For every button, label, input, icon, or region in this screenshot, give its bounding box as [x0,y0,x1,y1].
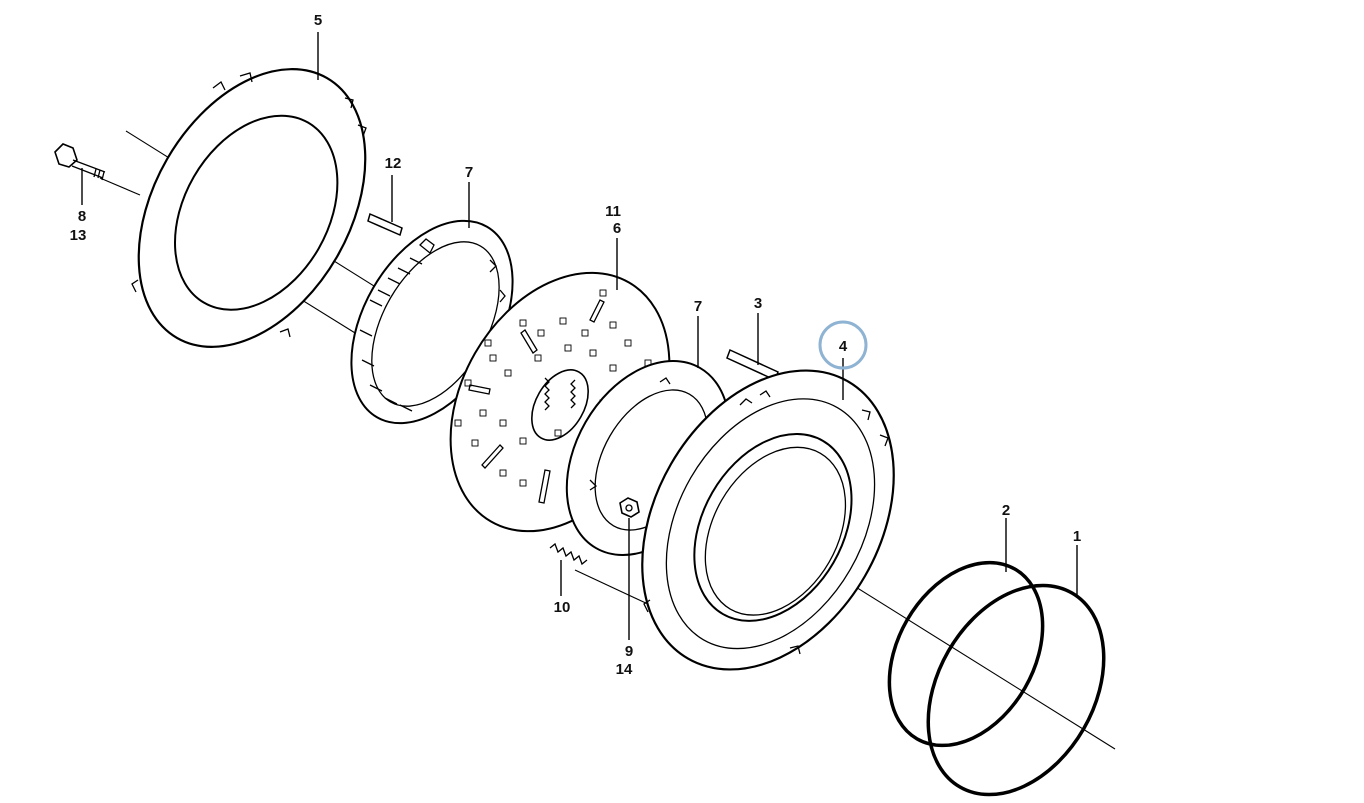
callout-3[interactable]: 3 [754,295,762,312]
callout-10[interactable]: 10 [554,599,571,616]
part-12-pin [367,212,403,237]
callout-12[interactable]: 12 [385,155,402,172]
bolt-axis-line [99,177,141,196]
part-4-housing [641,369,895,671]
callout-7-left[interactable]: 7 [465,164,473,181]
part-9-nut [619,497,640,518]
part-10-spring [549,542,588,566]
spring-axis-line [574,569,651,606]
callout-11[interactable]: 11 [605,203,621,220]
callout-7-right[interactable]: 7 [694,298,702,315]
part-8-bolt [54,143,106,181]
callout-13[interactable]: 13 [70,227,87,244]
callout-1[interactable]: 1 [1073,528,1081,545]
part-1-o-ring [926,583,1106,797]
callout-8[interactable]: 8 [78,208,86,225]
callout-6[interactable]: 6 [613,220,621,237]
callout-2[interactable]: 2 [1002,502,1010,519]
part-5-plate [131,68,367,348]
callout-14[interactable]: 14 [616,661,633,678]
callout-5[interactable]: 5 [314,12,322,29]
callout-9[interactable]: 9 [625,643,633,660]
part-2-o-ring [887,560,1045,748]
selected-callout-ring[interactable] [818,320,868,370]
callout-4[interactable]: 4 [839,338,848,355]
